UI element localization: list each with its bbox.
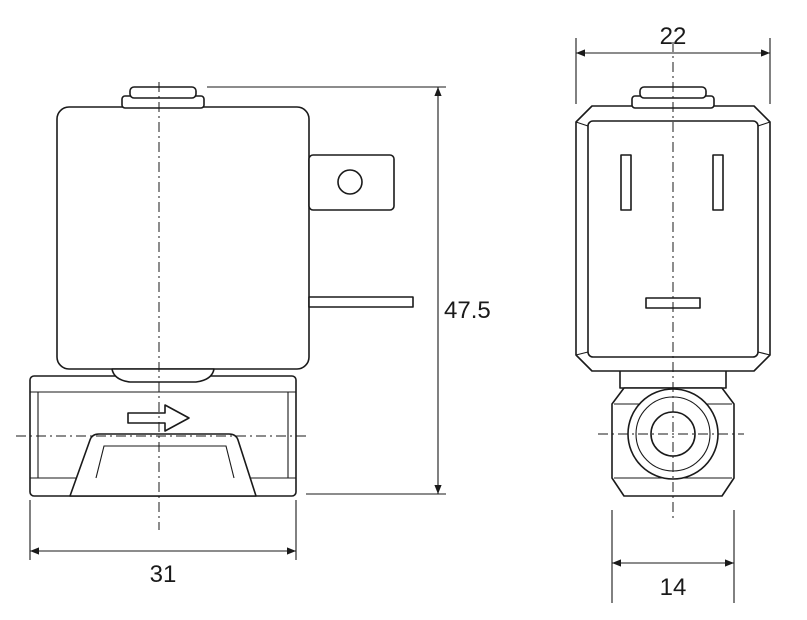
ground-terminal xyxy=(308,296,414,308)
front-view: 47.5 31 xyxy=(16,82,491,588)
coil-neck xyxy=(111,368,215,383)
spade-terminal xyxy=(308,154,395,211)
coil-width-dimension xyxy=(575,38,771,104)
port-width-dimension-label: 14 xyxy=(660,574,687,601)
top-nut xyxy=(121,86,205,109)
coil xyxy=(56,106,310,370)
height-dimension-label: 47.5 xyxy=(444,297,491,324)
port-width-dimension xyxy=(611,510,735,603)
terminal-slot-left xyxy=(620,154,632,211)
coil-width-dimension-label: 22 xyxy=(660,23,687,50)
length-dimension xyxy=(29,500,297,560)
terminal-slot-right xyxy=(712,154,724,211)
height-dimension xyxy=(207,86,446,495)
side-view: 22 14 xyxy=(575,23,771,603)
length-dimension-label: 31 xyxy=(150,561,177,588)
